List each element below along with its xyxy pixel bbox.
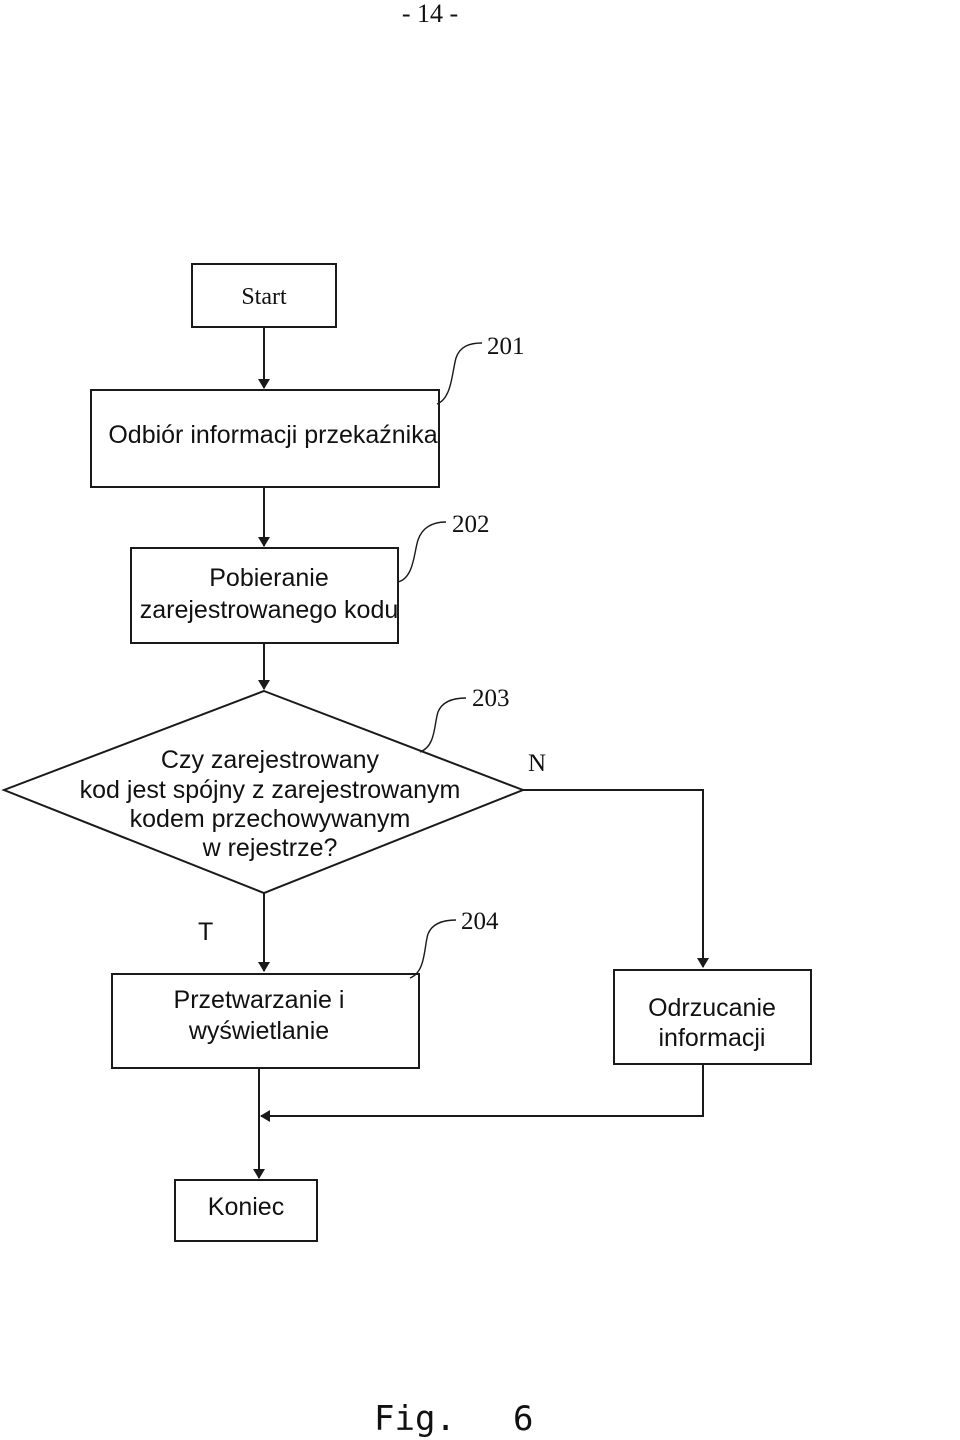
branch-no-label: N: [528, 750, 546, 777]
decision-label-line4: w rejestrze?: [202, 834, 338, 862]
page-number: - 14 -: [402, 0, 458, 28]
ref-leader-204: [409, 919, 457, 979]
ref-204: 204: [461, 908, 499, 935]
decision-node: Czy zarejestrowany kod jest spójny z zar…: [1, 689, 526, 895]
reject-node: Odrzucanie informacji: [613, 969, 812, 1065]
ref-leader-202: [397, 521, 447, 583]
receive-label: Odbiór informacji przekaźnika: [108, 421, 437, 449]
branch-yes-label: T: [198, 918, 213, 946]
decision-label-line2: kod jest spójny z zarejestrowanym: [80, 776, 461, 804]
decision-label-line3: kodem przechowywanym: [130, 805, 411, 833]
fetch-label-line1: Pobieranie: [209, 564, 329, 592]
ref-leader-203: [419, 697, 467, 753]
figure-label: Fig.: [374, 1399, 456, 1439]
ref-201: 201: [487, 333, 525, 360]
fetch-label-line2: zarejestrowanego kodu: [140, 596, 399, 624]
receive-node: Odbiór informacji przekaźnika: [90, 389, 440, 488]
fetch-node: Pobieranie zarejestrowanego kodu: [130, 547, 399, 644]
ref-203: 203: [472, 685, 510, 712]
figure-number: 6: [513, 1399, 533, 1439]
arrow-reject-to-merge: [260, 1064, 704, 1122]
decision-label-line1: Czy zarejestrowany: [161, 746, 380, 774]
process-node: Przetwarzanie i wyświetlanie: [111, 973, 420, 1069]
reject-label-line1: Odrzucanie: [648, 994, 776, 1022]
process-label-line1: Przetwarzanie i: [174, 986, 345, 1014]
reject-label-line2: informacji: [659, 1024, 766, 1052]
start-node: Start: [191, 263, 337, 328]
arrow-decision-to-reject: [523, 789, 709, 968]
process-label-line2: wyświetlanie: [188, 1017, 329, 1045]
start-label: Start: [241, 284, 287, 310]
end-label: Koniec: [208, 1193, 284, 1221]
ref-202: 202: [452, 511, 490, 538]
end-node: Koniec: [174, 1179, 318, 1242]
ref-leader-201: [436, 342, 483, 405]
